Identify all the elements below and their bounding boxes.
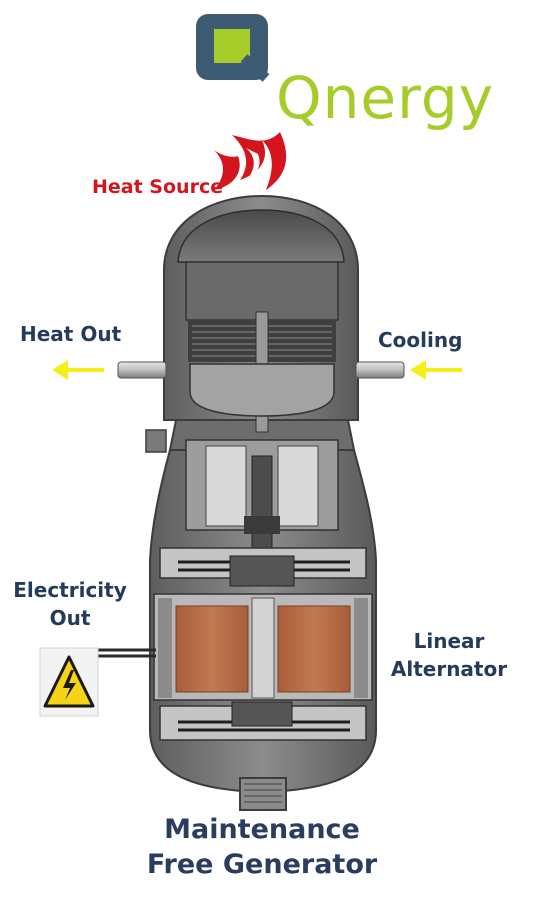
linear-alternator-label: Linear Alternator — [386, 627, 512, 683]
cooling-arrow-icon — [410, 360, 462, 380]
electricity-out-label: Electricity Out — [8, 576, 132, 632]
electricity-out-label-line1: Electricity — [13, 578, 127, 602]
flexure-springs-top — [159, 547, 367, 587]
qnergy-logo-icon — [196, 14, 270, 82]
heat-out-pipe — [117, 361, 167, 379]
cooling-label: Cooling — [378, 328, 463, 352]
electrical-cable — [96, 648, 156, 658]
diagram-title-line1: Maintenance — [164, 814, 360, 845]
flexure-springs-bottom — [159, 701, 367, 741]
heater-head — [185, 261, 339, 433]
electricity-out-label-line2: Out — [49, 606, 91, 630]
linear-alternator-label-line1: Linear — [413, 629, 485, 653]
piston-section — [185, 439, 339, 557]
alternator-core — [153, 593, 373, 701]
heat-source-label: Heat Source — [92, 176, 224, 198]
flame-icon — [214, 132, 287, 190]
heat-out-arrow-icon — [52, 360, 104, 380]
high-voltage-warning-icon — [39, 647, 99, 717]
cooling-pipe — [355, 361, 405, 379]
linear-alternator-label-line2: Alternator — [390, 657, 508, 681]
brand-name: Qnergy — [276, 64, 495, 132]
diagram-title-line2: Free Generator — [146, 849, 378, 880]
heat-out-label: Heat Out — [20, 322, 122, 346]
diagram-title: Maintenance Free Generator — [107, 812, 417, 882]
